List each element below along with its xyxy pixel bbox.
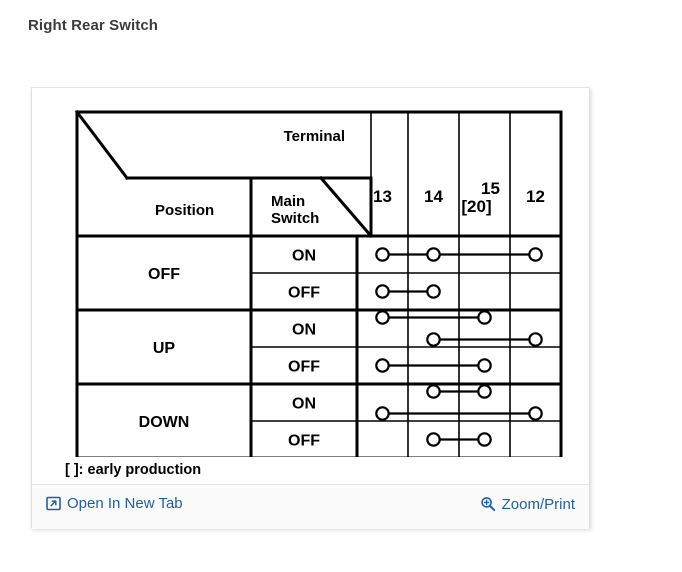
zoom-print-link[interactable]: Zoom/Print <box>480 496 575 512</box>
open-in-new-tab-label: Open In New Tab <box>67 495 183 512</box>
magnifier-plus-icon <box>480 497 495 512</box>
svg-text:Main: Main <box>271 193 305 210</box>
open-in-new-tab-icon <box>46 496 61 511</box>
zoom-print-label: Zoom/Print <box>501 495 575 513</box>
svg-text:DOWN: DOWN <box>139 414 190 431</box>
svg-text:13: 13 <box>373 187 392 206</box>
svg-text:12: 12 <box>526 187 545 206</box>
svg-text:OFF: OFF <box>288 433 320 450</box>
footnote-early-production: [ ]: early production <box>65 462 202 478</box>
svg-text:15: 15 <box>481 179 500 198</box>
svg-text:Terminal: Terminal <box>284 128 345 145</box>
svg-text:OFF: OFF <box>288 285 320 302</box>
svg-text:ON: ON <box>292 322 316 339</box>
svg-text:Position: Position <box>155 202 214 219</box>
svg-text:Switch: Switch <box>271 210 319 227</box>
page-title: Right Rear Switch <box>28 17 159 34</box>
card-footer: Open In New Tab Zoom/Print <box>32 484 589 529</box>
svg-text:UP: UP <box>153 340 176 357</box>
open-in-new-tab-link[interactable]: Open In New Tab <box>46 496 183 511</box>
svg-text:OFF: OFF <box>288 359 320 376</box>
svg-text:ON: ON <box>292 396 316 413</box>
svg-text:[20]: [20] <box>461 197 491 216</box>
svg-text:14: 14 <box>424 187 443 206</box>
svg-text:ON: ON <box>292 248 316 265</box>
svg-text:OFF: OFF <box>148 266 180 283</box>
